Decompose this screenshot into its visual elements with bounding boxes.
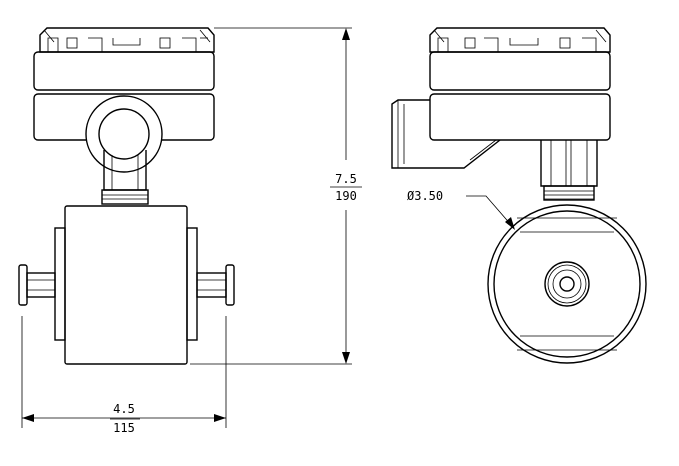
side-housing-upper — [429, 51, 611, 91]
front-cable-gland-outer — [85, 95, 163, 173]
height-mm-label: 190 — [335, 189, 357, 203]
front-sensor-body — [54, 205, 198, 365]
front-housing-upper — [33, 51, 215, 91]
side-housing-lower — [429, 93, 611, 141]
height-dimension: 7.5 190 — [190, 27, 362, 365]
height-inches-label: 7.5 — [335, 172, 357, 186]
side-bore — [544, 261, 590, 307]
side-view — [391, 27, 647, 364]
width-mm-label: 115 — [113, 421, 135, 435]
front-terminal-cap — [39, 27, 215, 53]
front-view — [18, 27, 235, 365]
front-right-flange — [196, 264, 235, 306]
side-cable-gland — [391, 99, 501, 169]
width-dimension: 4.5 115 — [21, 316, 227, 435]
side-sensor-body — [487, 204, 647, 364]
front-neck — [101, 150, 149, 205]
front-cable-gland-inner — [98, 108, 150, 160]
diameter-label: Ø3.50 — [407, 189, 443, 203]
front-left-flange — [18, 264, 56, 306]
side-terminal-cap — [429, 27, 611, 53]
side-neck — [540, 140, 598, 201]
width-inches-label: 4.5 — [113, 402, 135, 416]
diameter-callout: Ø3.50 — [407, 189, 515, 230]
